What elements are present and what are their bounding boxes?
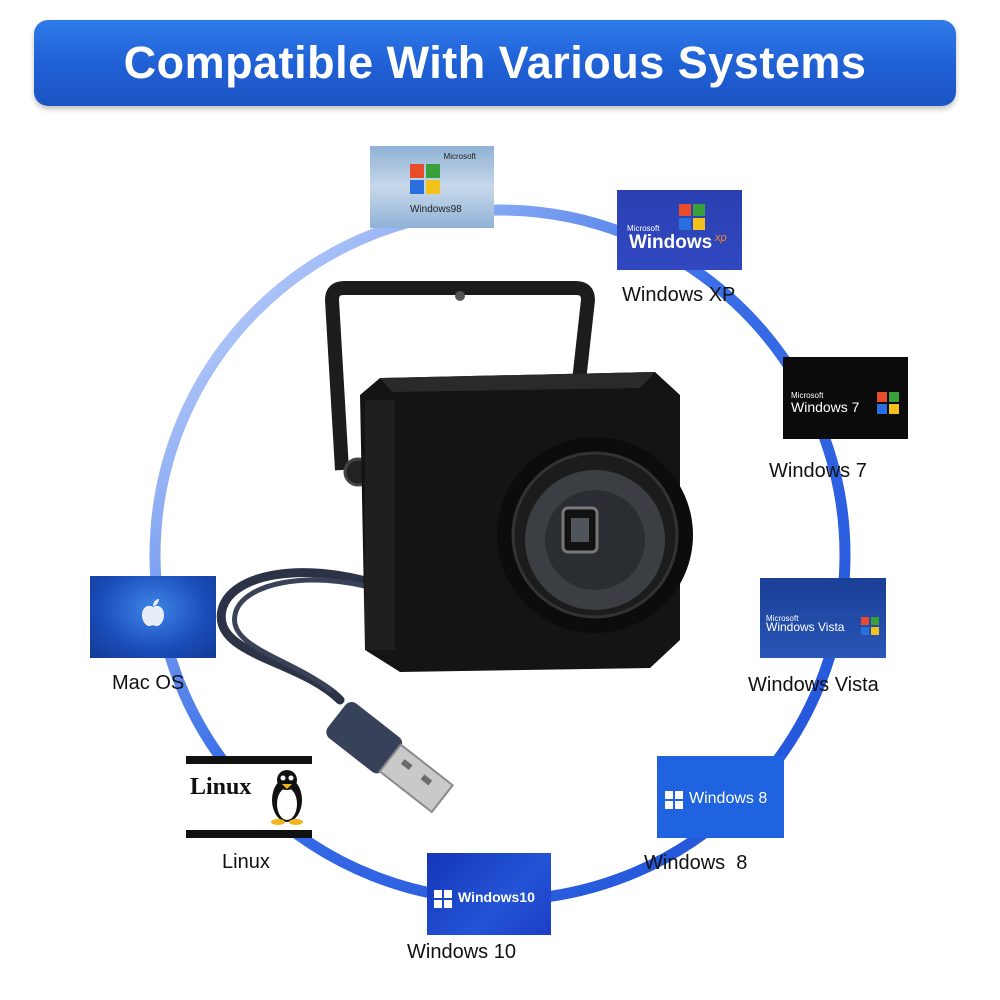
windows-flag-icon bbox=[679, 204, 705, 230]
windows-flag-icon bbox=[861, 617, 879, 635]
label-mac-os: Mac OS bbox=[112, 672, 185, 694]
tile-brand: Microsoft bbox=[766, 614, 799, 623]
label-windows-8: Windows 8 bbox=[644, 852, 748, 874]
tux-penguin-icon bbox=[271, 770, 303, 825]
label-linux: Linux bbox=[222, 851, 270, 873]
tile-linux: Linux bbox=[186, 756, 312, 838]
label-windows-xp: Windows XP bbox=[622, 284, 736, 306]
windows-flag-icon bbox=[410, 164, 440, 194]
label-windows-vista: Windows Vista bbox=[748, 674, 879, 696]
windows-flag-icon bbox=[877, 392, 899, 414]
tile-text: Windows 7 bbox=[791, 399, 860, 415]
apple-icon bbox=[142, 599, 164, 627]
tile-windows-vista: Microsoft Windows Vista bbox=[760, 578, 886, 658]
tile-brand: Microsoft bbox=[627, 224, 660, 233]
title-banner: Compatible With Various Systems bbox=[34, 20, 956, 106]
tile-windows-10: Windows10 bbox=[427, 853, 551, 935]
tile-text: Windows98 bbox=[410, 204, 462, 215]
banner-title: Compatible With Various Systems bbox=[123, 37, 867, 88]
usb-plug-icon bbox=[326, 702, 455, 814]
tile-text: Windows bbox=[629, 232, 713, 253]
tile-text: Windows Vista bbox=[766, 620, 845, 634]
tile-mac-os bbox=[90, 576, 216, 658]
windows-flag-icon bbox=[434, 890, 452, 908]
tile-brand: Microsoft bbox=[443, 152, 476, 161]
tile-windows-7: Microsoft Windows 7 bbox=[783, 357, 908, 439]
tile-windows-8: Windows 8 bbox=[657, 756, 784, 838]
tile-text: Windows 8 bbox=[689, 790, 768, 807]
tile-suffix: xp bbox=[715, 232, 727, 244]
label-windows-10: Windows 10 bbox=[407, 941, 516, 963]
webcam-lens-icon bbox=[497, 437, 693, 633]
windows-flag-icon bbox=[665, 791, 683, 809]
tile-brand: Microsoft bbox=[791, 391, 824, 400]
tile-text: Linux bbox=[190, 774, 252, 800]
tile-windows98: Microsoft Windows98 bbox=[370, 146, 494, 228]
tile-windows-xp: Microsoft Windows xp bbox=[617, 190, 742, 270]
tile-text: Windows10 bbox=[458, 889, 535, 905]
label-windows-7: Windows 7 bbox=[769, 460, 867, 482]
